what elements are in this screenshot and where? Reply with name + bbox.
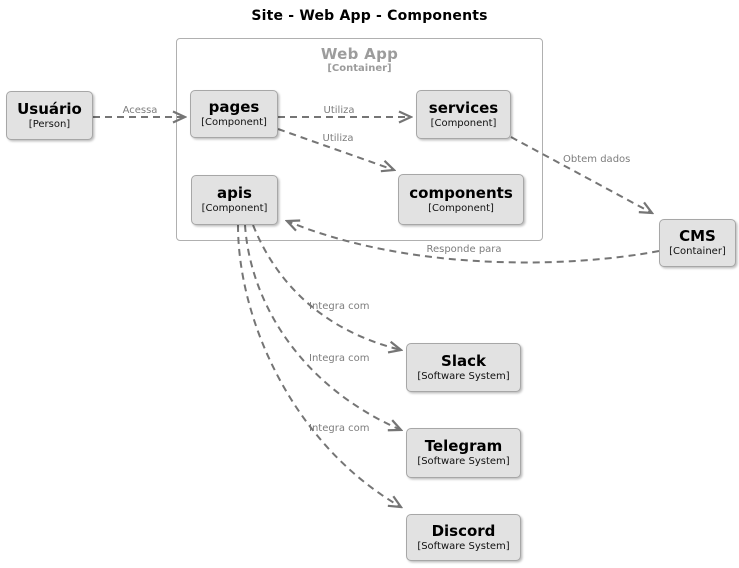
edge-apis-discord [237, 224, 401, 507]
node-cms: CMS [Container] [659, 219, 736, 267]
edge-label-integra-com-slack: Integra com [309, 301, 369, 312]
node-services: services [Component] [416, 90, 511, 139]
node-name: Slack [441, 351, 486, 370]
edge-apis-slack [252, 224, 401, 350]
node-type: [Software System] [417, 540, 510, 552]
node-type: [Component] [428, 202, 494, 214]
boundary-name: Web App [320, 45, 399, 63]
node-name: components [409, 183, 513, 202]
diagram-title: Site - Web App - Components [251, 8, 488, 24]
edge-label-acessa: Acessa [123, 105, 158, 116]
edge-label-responde-para: Responde para [426, 244, 501, 255]
node-type: [Component] [201, 117, 267, 129]
node-type: [Component] [430, 117, 497, 129]
edge-cms-apis [287, 221, 660, 264]
boundary-type: [Container] [327, 63, 392, 74]
edge-label-integra-com-telegram: Integra com [309, 353, 369, 364]
node-components: components [Component] [398, 174, 524, 225]
node-slack: Slack [Software System] [406, 343, 521, 392]
node-telegram: Telegram [Software System] [406, 428, 521, 478]
node-discord: Discord [Software System] [406, 514, 521, 561]
edge-label-utiliza-1: Utiliza [324, 105, 355, 116]
edge-pages-components [277, 128, 394, 170]
node-name: pages [208, 98, 260, 117]
edge-label-utiliza-2: Utiliza [323, 133, 354, 144]
edge-apis-telegram [244, 224, 401, 430]
node-name: Discord [431, 521, 496, 540]
node-pages: pages [Component] [190, 90, 278, 138]
node-name: Usuário [17, 99, 82, 118]
node-type: [Software System] [417, 456, 510, 468]
node-type: [Component] [201, 203, 268, 215]
edge-label-integra-com-discord: Integra com [309, 423, 369, 434]
node-name: apis [217, 184, 252, 203]
node-type: [Container] [669, 246, 726, 258]
node-name: services [428, 98, 499, 117]
node-apis: apis [Component] [191, 175, 278, 225]
node-usuario: Usuário [Person] [6, 91, 93, 140]
node-name: CMS [679, 227, 716, 246]
node-type: [Software System] [417, 370, 510, 382]
node-type: [Person] [28, 118, 71, 130]
node-name: Telegram [424, 437, 503, 456]
edge-label-obtem-dados: Obtem dados [563, 154, 630, 165]
edge-services-cms [510, 136, 652, 213]
